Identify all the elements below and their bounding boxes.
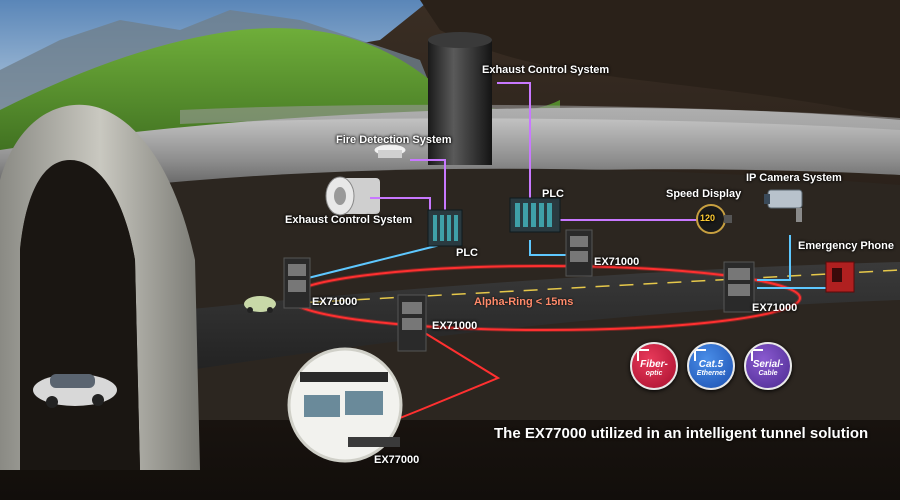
label-switch-left: EX71000 <box>312 296 358 308</box>
switch-ex71000-right <box>723 261 755 313</box>
legend-serial-line2: Cable <box>758 370 778 377</box>
car-icon <box>33 374 117 408</box>
road-lane-marking <box>259 269 900 306</box>
label-emergency-phone: Emergency Phone <box>798 240 894 252</box>
legend-fiber-optic-badge: Fiber- optic <box>630 342 678 390</box>
exhaust-tower-top <box>428 32 492 48</box>
road <box>0 262 900 400</box>
serial-link-exhaust-top <box>497 82 531 205</box>
label-alpha-ring: Alpha-Ring < 15ms <box>474 296 574 308</box>
tunnel-ceiling <box>180 104 900 130</box>
label-switch-right: EX71000 <box>752 302 798 314</box>
label-speed-display: Speed Display <box>666 188 742 200</box>
plc-left-device <box>427 209 463 247</box>
label-ip-camera: IP Camera System <box>746 172 842 184</box>
car-icon <box>244 296 276 313</box>
switch-ex71000-center-top <box>565 229 593 277</box>
plc-center-device <box>509 197 561 233</box>
switch-ex71000-center-low <box>397 294 427 352</box>
legend-cat5-line2: Ethernet <box>696 370 726 377</box>
ethernet-link-plc-left <box>299 244 441 281</box>
exhaust-tower <box>428 40 492 165</box>
label-switch-center-top: EX71000 <box>594 256 640 268</box>
label-plc-center: PLC <box>542 188 564 200</box>
label-switch-center-low: EX71000 <box>432 320 478 332</box>
diagram-caption: The EX77000 utilized in an intelligent t… <box>494 425 869 442</box>
legend-serial-line1: Serial- <box>752 359 784 370</box>
label-fire-detection: Fire Detection System <box>336 134 452 146</box>
switch-ex71000-left <box>283 257 311 309</box>
tunnel-portal-arch <box>0 104 200 471</box>
speed-display-value: 120 <box>700 213 716 223</box>
ethernet-link-camera <box>757 235 791 281</box>
label-control-room: EX77000 <box>374 454 420 466</box>
speed-display-icon <box>696 204 732 234</box>
legend-fiber-line1: Fiber- <box>640 359 668 370</box>
rock-layer <box>420 0 900 120</box>
emergency-phone-icon <box>825 261 855 293</box>
label-plc-left: PLC <box>456 247 478 259</box>
fire-detector-icon <box>373 143 407 158</box>
legend-cat5-line1: Cat.5 <box>698 359 724 370</box>
legend-serial-badge: Serial- Cable <box>744 342 792 390</box>
serial-link-exhaust-left <box>370 197 431 215</box>
ip-camera-icon <box>764 189 803 222</box>
serial-link-fire <box>410 159 446 215</box>
legend-cat5-badge: Cat.5 Ethernet <box>687 342 735 390</box>
corner-arrow-icon <box>637 349 649 361</box>
corner-arrow-icon <box>751 349 763 361</box>
fiber-link-control-room <box>394 329 501 421</box>
exhaust-fan-icon <box>325 176 380 216</box>
label-exhaust-control-left: Exhaust Control System <box>285 214 413 226</box>
legend-fiber-line2: optic <box>645 370 663 377</box>
control-room-inset <box>287 347 403 463</box>
ethernet-link-plc-center <box>529 240 568 256</box>
corner-arrow-icon <box>694 349 706 361</box>
label-exhaust-control-top: Exhaust Control System <box>482 64 610 76</box>
